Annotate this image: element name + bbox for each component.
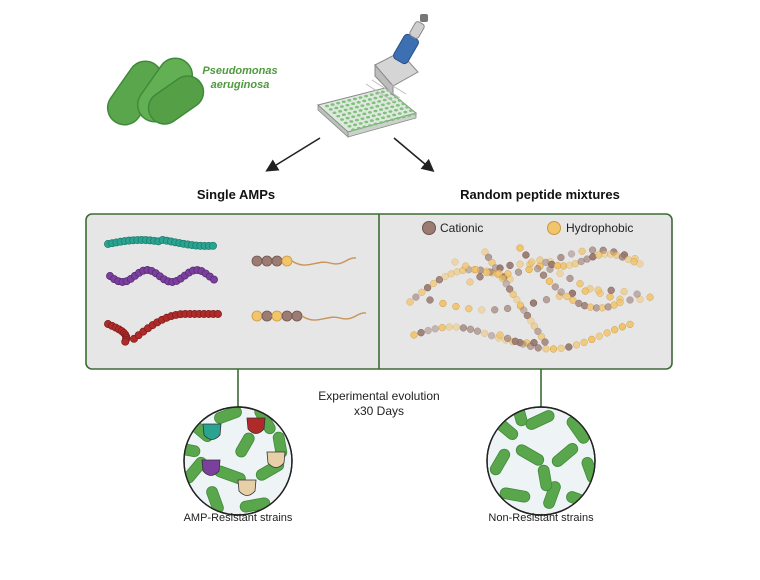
bacterium [515,444,545,466]
pipette-icon [365,14,428,103]
arrow-left [265,137,321,172]
bacterium [489,448,511,476]
organism-label-line2: aeruginosa [211,79,270,91]
shield-icon [202,423,222,440]
organism-label-line1: Pseudomonas [202,65,277,77]
cationic-legend-label: Cationic [440,221,483,235]
lipopeptide-2 [251,310,367,322]
shield-icon [201,459,221,476]
days-label: x30 Days [354,404,404,418]
hydrophobic-legend-label: Hydrophobic [566,221,633,235]
lipopeptide-1 [251,255,357,267]
bacterium [525,410,555,430]
experimental-evolution-label: Experimental evolution [318,389,439,403]
mixture-chain [496,320,634,353]
bacterium [537,464,553,492]
single-amps-title: Single AMPs [197,187,275,202]
mixture-chain [481,248,549,346]
mixture-chain [536,250,644,270]
non-resistant-label: Non-Resistant strains [488,512,594,524]
arrow-right [393,137,435,173]
bacterium [551,442,579,468]
cationic-legend-icon [422,221,436,235]
mixture-chain [516,244,624,312]
mixture-chain [426,286,654,314]
hydrophobic-legend-icon [547,221,561,235]
well-plate-icon [316,87,418,138]
purple-peptide [106,266,218,286]
bacterium [235,432,255,458]
bacterium [499,487,531,503]
bacterium [214,407,242,424]
shield-icon [246,417,266,434]
shield-icon [266,451,286,468]
bacterium [543,481,561,509]
amp-resistant-label: AMP-Resistant strains [184,512,293,524]
random-mixtures-title: Random peptide mixtures [460,187,620,202]
single-amp-peptides [104,236,367,346]
bacterium [184,442,201,458]
random-peptide-mixture [406,244,654,353]
non-resistant-bacteria-group [489,407,595,509]
red-peptide [104,310,222,346]
resistant-bacteria-group [184,407,288,514]
bacteria-icon [106,57,205,126]
teal-peptide [104,236,217,250]
shield-icon [237,479,257,496]
